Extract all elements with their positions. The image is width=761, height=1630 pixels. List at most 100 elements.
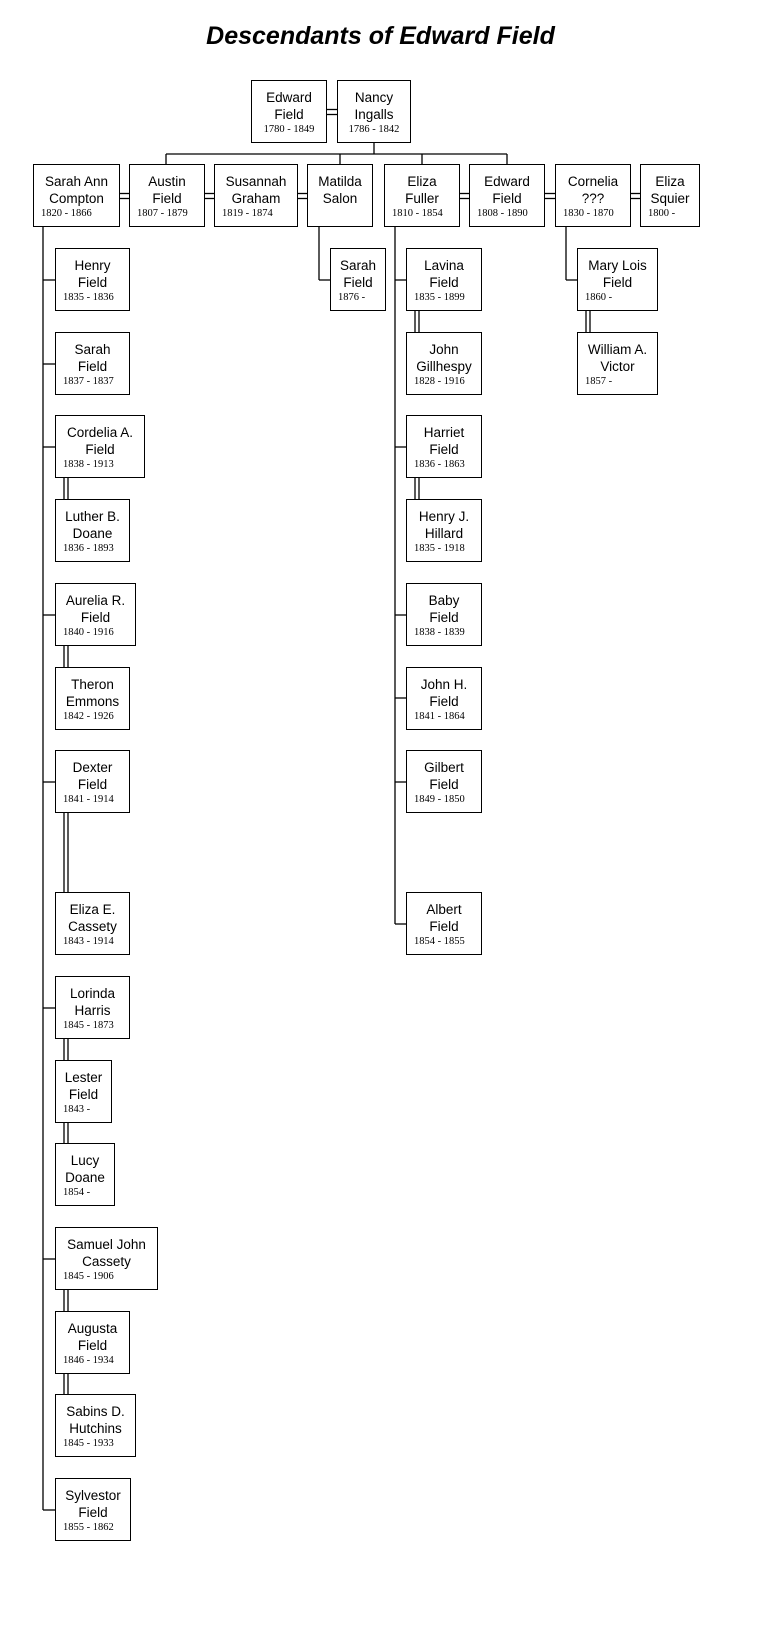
person-edward-field-jr[interactable]: Edward Field 1808 - 1890 — [469, 164, 545, 227]
person-years: 1845 - 1873 — [63, 1020, 114, 1031]
person-name: Lester Field — [64, 1070, 103, 1102]
person-lucy-doane[interactable]: Lucy Doane 1854 - — [55, 1143, 115, 1206]
person-years: 1819 - 1874 — [222, 208, 273, 219]
person-mary-lois-field[interactable]: Mary Lois Field 1860 - — [577, 248, 658, 311]
person-years: 1800 - — [648, 208, 676, 219]
person-luther-doane[interactable]: Luther B. Doane 1836 - 1893 — [55, 499, 130, 562]
person-years: 1849 - 1850 — [414, 794, 465, 805]
person-years: 1836 - 1893 — [63, 543, 114, 554]
person-name: Augusta Field — [67, 1321, 118, 1353]
person-years: 1835 - 1918 — [414, 543, 465, 554]
person-cornelia[interactable]: Cornelia ??? 1830 - 1870 — [555, 164, 631, 227]
person-sarah-field-1876[interactable]: Sarah Field 1876 - — [330, 248, 386, 311]
person-aurelia-field[interactable]: Aurelia R. Field 1840 - 1916 — [55, 583, 136, 646]
person-name: Edward Field — [266, 90, 312, 122]
person-cordelia-field[interactable]: Cordelia A. Field 1838 - 1913 — [55, 415, 145, 478]
person-name: Matilda Salon — [318, 174, 362, 206]
person-nancy-ingalls[interactable]: Nancy Ingalls 1786 - 1842 — [337, 80, 411, 143]
person-years: 1854 - — [63, 1187, 91, 1198]
person-name: Lavina Field — [424, 258, 464, 290]
person-years: 1845 - 1933 — [63, 1438, 114, 1449]
person-william-victor[interactable]: William A. Victor 1857 - — [577, 332, 658, 395]
person-edward-field-sr[interactable]: Edward Field 1780 - 1849 — [251, 80, 327, 143]
person-years: 1845 - 1906 — [63, 1271, 114, 1282]
person-austin-field[interactable]: Austin Field 1807 - 1879 — [129, 164, 205, 227]
person-name: Dexter Field — [72, 760, 113, 792]
person-name: Henry J. Hillard — [418, 509, 470, 541]
person-henry-field[interactable]: Henry Field 1835 - 1836 — [55, 248, 130, 311]
person-name: Lorinda Harris — [69, 986, 116, 1018]
person-name: Cornelia ??? — [567, 174, 619, 206]
chart-title: Descendants of Edward Field — [206, 22, 555, 50]
person-baby-field[interactable]: Baby Field 1838 - 1839 — [406, 583, 482, 646]
person-years: 1786 - 1842 — [348, 124, 400, 135]
person-years: 1840 - 1916 — [63, 627, 114, 638]
person-name: Theron Emmons — [65, 677, 120, 709]
person-sarah-field-1837[interactable]: Sarah Field 1837 - 1837 — [55, 332, 130, 395]
person-years: 1828 - 1916 — [414, 376, 465, 387]
person-sarah-ann-compton[interactable]: Sarah Ann Compton 1820 - 1866 — [33, 164, 120, 227]
person-years: 1835 - 1899 — [414, 292, 465, 303]
person-years: 1843 - 1914 — [63, 936, 114, 947]
person-albert-field[interactable]: Albert Field 1854 - 1855 — [406, 892, 482, 955]
person-name: Mary Lois Field — [588, 258, 647, 290]
person-years: 1780 - 1849 — [263, 124, 315, 135]
person-years: 1820 - 1866 — [41, 208, 92, 219]
person-name: Eliza Squier — [650, 174, 690, 206]
person-years: 1837 - 1837 — [63, 376, 114, 387]
person-sabins-hutchins[interactable]: Sabins D. Hutchins 1845 - 1933 — [55, 1394, 136, 1457]
person-susannah-graham[interactable]: Susannah Graham 1819 - 1874 — [214, 164, 298, 227]
person-years: 1855 - 1862 — [63, 1522, 114, 1533]
person-name: Baby Field — [428, 593, 460, 625]
person-years: 1830 - 1870 — [563, 208, 614, 219]
person-eliza-fuller[interactable]: Eliza Fuller 1810 - 1854 — [384, 164, 460, 227]
person-john-gillhespy[interactable]: John Gillhespy 1828 - 1916 — [406, 332, 482, 395]
person-matilda-salon[interactable]: Matilda Salon — [307, 164, 373, 227]
person-lorinda-harris[interactable]: Lorinda Harris 1845 - 1873 — [55, 976, 130, 1039]
person-name: Albert Field — [426, 902, 462, 934]
person-name: Sylvestor Field — [65, 1488, 121, 1520]
person-augusta-field[interactable]: Augusta Field 1846 - 1934 — [55, 1311, 130, 1374]
person-years: 1836 - 1863 — [414, 459, 465, 470]
person-years: 1841 - 1864 — [414, 711, 465, 722]
person-name: Sarah Field — [339, 258, 377, 290]
person-name: Harriet Field — [423, 425, 465, 457]
person-years: 1842 - 1926 — [63, 711, 114, 722]
person-gilbert-field[interactable]: Gilbert Field 1849 - 1850 — [406, 750, 482, 813]
person-eliza-squier[interactable]: Eliza Squier 1800 - — [640, 164, 700, 227]
person-name: Gilbert Field — [424, 760, 464, 792]
person-years: 1857 - — [585, 376, 613, 387]
person-lester-field[interactable]: Lester Field 1843 - — [55, 1060, 112, 1123]
person-years: 1876 - — [338, 292, 366, 303]
person-theron-emmons[interactable]: Theron Emmons 1842 - 1926 — [55, 667, 130, 730]
person-years: 1841 - 1914 — [63, 794, 114, 805]
person-john-h-field[interactable]: John H. Field 1841 - 1864 — [406, 667, 482, 730]
person-name: Sarah Field — [74, 342, 111, 374]
person-sylvestor-field[interactable]: Sylvestor Field 1855 - 1862 — [55, 1478, 131, 1541]
person-name: Austin Field — [148, 174, 186, 206]
person-eliza-cassety[interactable]: Eliza E. Cassety 1843 - 1914 — [55, 892, 130, 955]
person-years: 1835 - 1836 — [63, 292, 114, 303]
person-name: Aurelia R. Field — [65, 593, 126, 625]
person-name: Samuel John Cassety — [67, 1237, 146, 1269]
person-name: Nancy Ingalls — [354, 90, 394, 122]
person-years: 1810 - 1854 — [392, 208, 443, 219]
person-lavina-field[interactable]: Lavina Field 1835 - 1899 — [406, 248, 482, 311]
person-harriet-field[interactable]: Harriet Field 1836 - 1863 — [406, 415, 482, 478]
person-dexter-field[interactable]: Dexter Field 1841 - 1914 — [55, 750, 130, 813]
person-samuel-cassety[interactable]: Samuel John Cassety 1845 - 1906 — [55, 1227, 158, 1290]
person-name: John Gillhespy — [416, 342, 472, 374]
person-name: John H. Field — [420, 677, 468, 709]
person-name: Susannah Graham — [225, 174, 287, 206]
person-name: Henry Field — [74, 258, 111, 290]
person-name: Eliza Fuller — [405, 174, 439, 206]
person-years: 1838 - 1839 — [414, 627, 465, 638]
person-henry-hillard[interactable]: Henry J. Hillard 1835 - 1918 — [406, 499, 482, 562]
person-years: 1854 - 1855 — [414, 936, 465, 947]
person-name: Lucy Doane — [65, 1153, 105, 1185]
person-name: Cordelia A. Field — [66, 425, 134, 457]
person-name: Luther B. Doane — [65, 509, 120, 541]
person-years: 1807 - 1879 — [137, 208, 188, 219]
person-years: 1846 - 1934 — [63, 1355, 114, 1366]
